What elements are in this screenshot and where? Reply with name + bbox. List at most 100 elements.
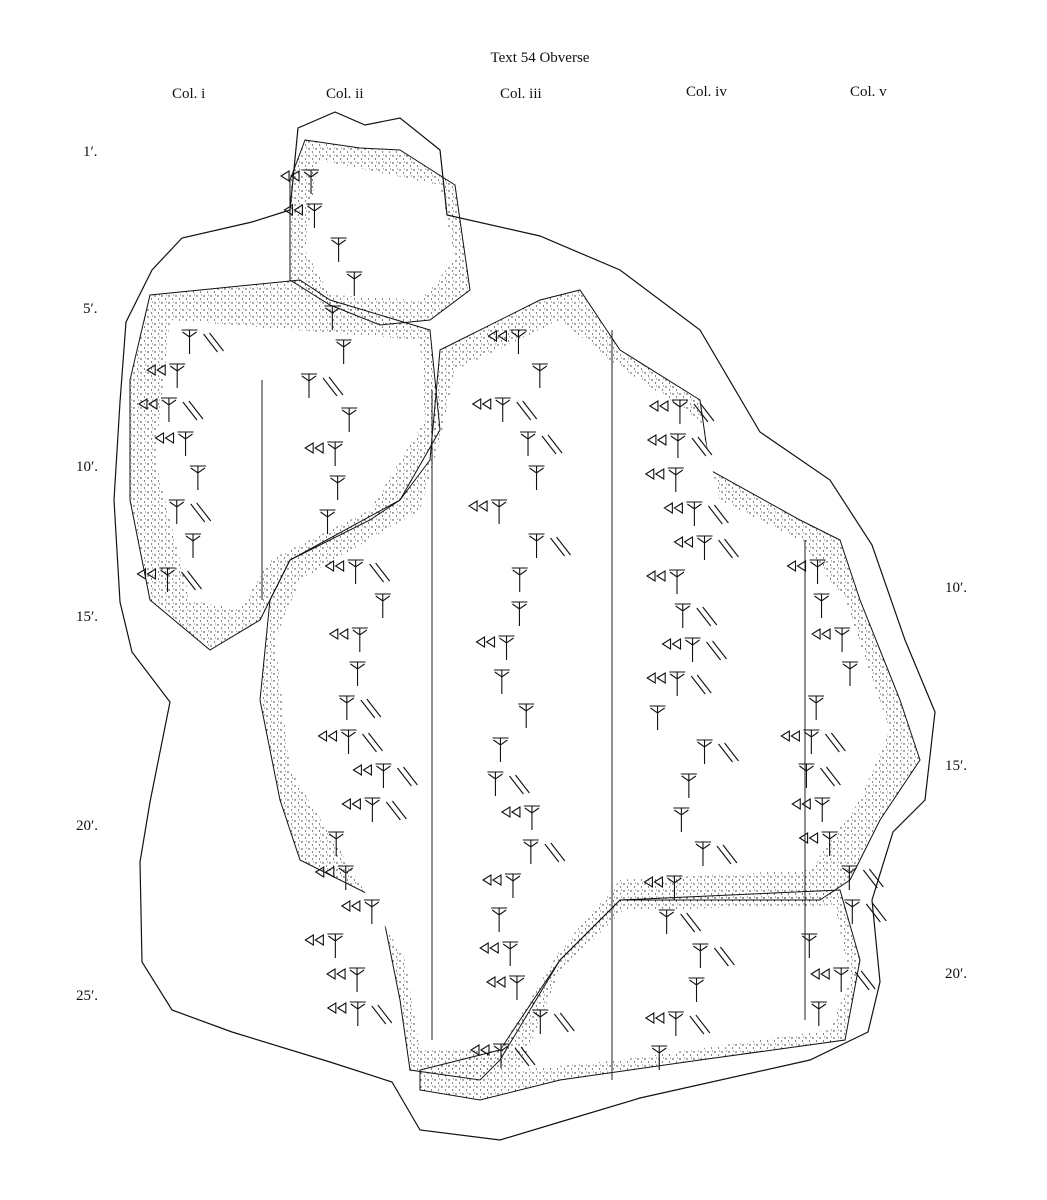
cuneiform-sign (481, 873, 521, 898)
cuneiform-sign (330, 237, 347, 262)
cuneiform-sign (341, 797, 407, 822)
cuneiform-sign (154, 431, 194, 456)
line-number: 10′. (76, 459, 99, 475)
cuneiform-sign (374, 593, 391, 618)
column-header-i: Col. i (172, 86, 206, 102)
cuneiform-sign (646, 433, 713, 458)
cuneiform-sign (491, 907, 508, 932)
cuneiform-sign (842, 661, 859, 686)
cuneiform-sign (696, 739, 739, 764)
cuneiform-sign (137, 397, 204, 422)
cuneiform-sign (810, 967, 876, 992)
cuneiform-sign (326, 967, 366, 992)
cuneiform-sign (522, 839, 566, 864)
cuneiform-sign (469, 1043, 536, 1068)
cuneiform-sign (146, 363, 186, 388)
column-header-iv: Col. iv (686, 84, 727, 100)
line-number: 20′. (945, 966, 968, 982)
cuneiform-sign (798, 763, 841, 788)
cuneiform-sign (694, 841, 738, 866)
cuneiform-sign (471, 397, 538, 422)
cuneiform-sign (810, 1001, 827, 1026)
cuneiform-sign (520, 431, 563, 456)
cuneiform-sign (646, 671, 712, 696)
cuneiform-sign (475, 635, 515, 660)
line-number: 15′. (76, 609, 99, 625)
tablet-surface (155, 160, 890, 1070)
cuneiform-sign (324, 559, 391, 584)
line-number: 25′. (76, 988, 99, 1004)
line-number: 15′. (945, 758, 968, 774)
cuneiform-sign (644, 1011, 711, 1036)
cuneiform-sign (801, 933, 818, 958)
cuneiform-sign (338, 695, 382, 720)
cuneiform-sign (304, 441, 344, 466)
cuneiform-sign (808, 695, 825, 720)
cuneiform-sign (841, 865, 884, 890)
line-number: 10′. (945, 580, 968, 596)
cuneiform-sign (485, 975, 525, 1000)
line-number: 5′. (83, 301, 98, 317)
cuneiform-sign (651, 1045, 668, 1070)
cuneiform-sign (352, 763, 418, 788)
cuneiform-sign (304, 933, 344, 958)
cuneiform-sign (844, 899, 887, 924)
cuneiform-sign (673, 535, 739, 560)
cuneiform-sign (328, 627, 368, 652)
cuneiform-sign (487, 771, 530, 796)
cuneiform-sign (663, 501, 729, 526)
cuneiform-sign (317, 729, 383, 754)
column-header-ii: Col. ii (326, 86, 364, 102)
cuneiform-sign (645, 569, 686, 594)
cuneiform-sign (511, 601, 528, 626)
cuneiform-sign (780, 729, 846, 754)
line-number: 20′. (76, 818, 99, 834)
column-rulings (261, 330, 806, 1080)
cuneiform-sign (341, 407, 358, 432)
line-number: 1′. (83, 144, 98, 160)
cuneiform-sign (528, 533, 571, 558)
cuneiform-sign (643, 875, 683, 900)
cuneiform-sign (688, 977, 705, 1002)
cuneiform-sign (479, 941, 519, 966)
cuneiform-sign (648, 399, 715, 424)
cuneiform-sign (185, 533, 202, 558)
cuneiform-sign (468, 499, 508, 524)
cuneiform-sign (335, 339, 352, 364)
cuneiform-signs (136, 169, 887, 1070)
cuneiform-sign (328, 831, 345, 856)
cuneiform-sign (346, 271, 363, 296)
column-header-v: Col. v (850, 84, 887, 100)
cuneiform-sign (791, 797, 831, 822)
cuneiform-sign (531, 363, 548, 388)
cuneiform-sign (280, 169, 320, 194)
cuneiform-sign (674, 603, 718, 628)
cuneiform-sign (658, 909, 702, 934)
cuneiform-sign (300, 373, 344, 398)
cuneiform-sign (528, 465, 545, 490)
cuneiform-sign (136, 567, 202, 592)
cuneiform-sign (181, 329, 224, 354)
cuneiform-sign (786, 559, 826, 584)
plate-title: Text 54 Obverse (490, 50, 590, 66)
cuneiform-sign (500, 805, 540, 830)
cuneiform-sign (326, 1001, 393, 1026)
cuneiform-sign (673, 807, 690, 832)
column-header-iii: Col. iii (500, 86, 542, 102)
cuneiform-sign (661, 637, 727, 662)
cuneiform-sign (340, 899, 380, 924)
cuneiform-sign (168, 499, 212, 524)
cuneiform-sign (283, 203, 323, 228)
cuneiform-sign (680, 773, 697, 798)
cuneiform-sign (692, 943, 735, 968)
cuneiform-sign (329, 475, 346, 500)
cuneiform-sign (324, 305, 341, 330)
cuneiform-sign (487, 329, 527, 354)
cuneiform-sign (493, 669, 510, 694)
cuneiform-sign (319, 509, 336, 534)
cuneiform-sign (314, 865, 354, 890)
cuneiform-sign (813, 593, 830, 618)
cuneiform-sign (532, 1009, 575, 1034)
cuneiform-sign (649, 705, 666, 730)
